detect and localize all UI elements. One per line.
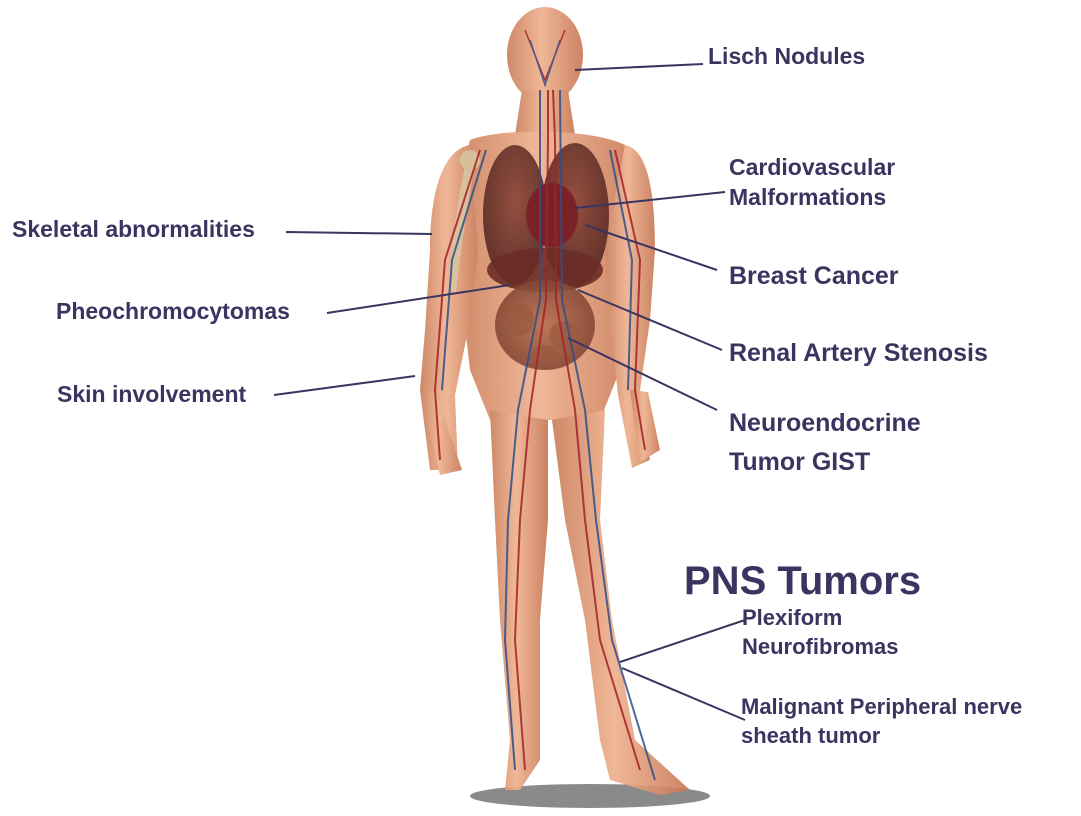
label-line: Malignant Peripheral nerve <box>741 693 1022 722</box>
label-line: Tumor GIST <box>729 443 921 482</box>
label-pheochromocytomas: Pheochromocytomas <box>56 297 290 327</box>
label-renal-artery-stenosis: Renal Artery Stenosis <box>729 337 988 370</box>
label-line: sheath tumor <box>741 722 1022 751</box>
label-line: Malformations <box>729 183 895 213</box>
label-line: Neurofibromas <box>742 633 898 662</box>
heading-pns-tumors: PNS Tumors <box>684 559 921 603</box>
abdominal-organs <box>495 280 595 370</box>
leader-lisch-nodules <box>575 64 703 70</box>
leader-mpnst <box>622 668 745 720</box>
label-plexiform-neurofibromas: Plexiform Neurofibromas <box>742 604 898 661</box>
label-neuroendocrine-tumor-gist: Neuroendocrine Tumor GIST <box>729 404 921 482</box>
label-line: Plexiform <box>742 604 898 633</box>
label-breast-cancer: Breast Cancer <box>729 260 899 293</box>
label-skeletal-abnormalities: Skeletal abnormalities <box>12 215 255 245</box>
label-skin-involvement: Skin involvement <box>57 380 246 410</box>
label-line: Cardiovascular <box>729 153 895 183</box>
leader-plexiform <box>620 620 745 662</box>
label-lisch-nodules: Lisch Nodules <box>708 42 865 72</box>
label-malignant-peripheral-nerve-sheath-tumor: Malignant Peripheral nerve sheath tumor <box>741 693 1022 750</box>
label-cardiovascular-malformations: Cardiovascular Malformations <box>729 153 895 213</box>
label-line: Neuroendocrine <box>729 404 921 443</box>
leader-skin <box>274 376 415 395</box>
leader-skeletal <box>286 232 432 234</box>
